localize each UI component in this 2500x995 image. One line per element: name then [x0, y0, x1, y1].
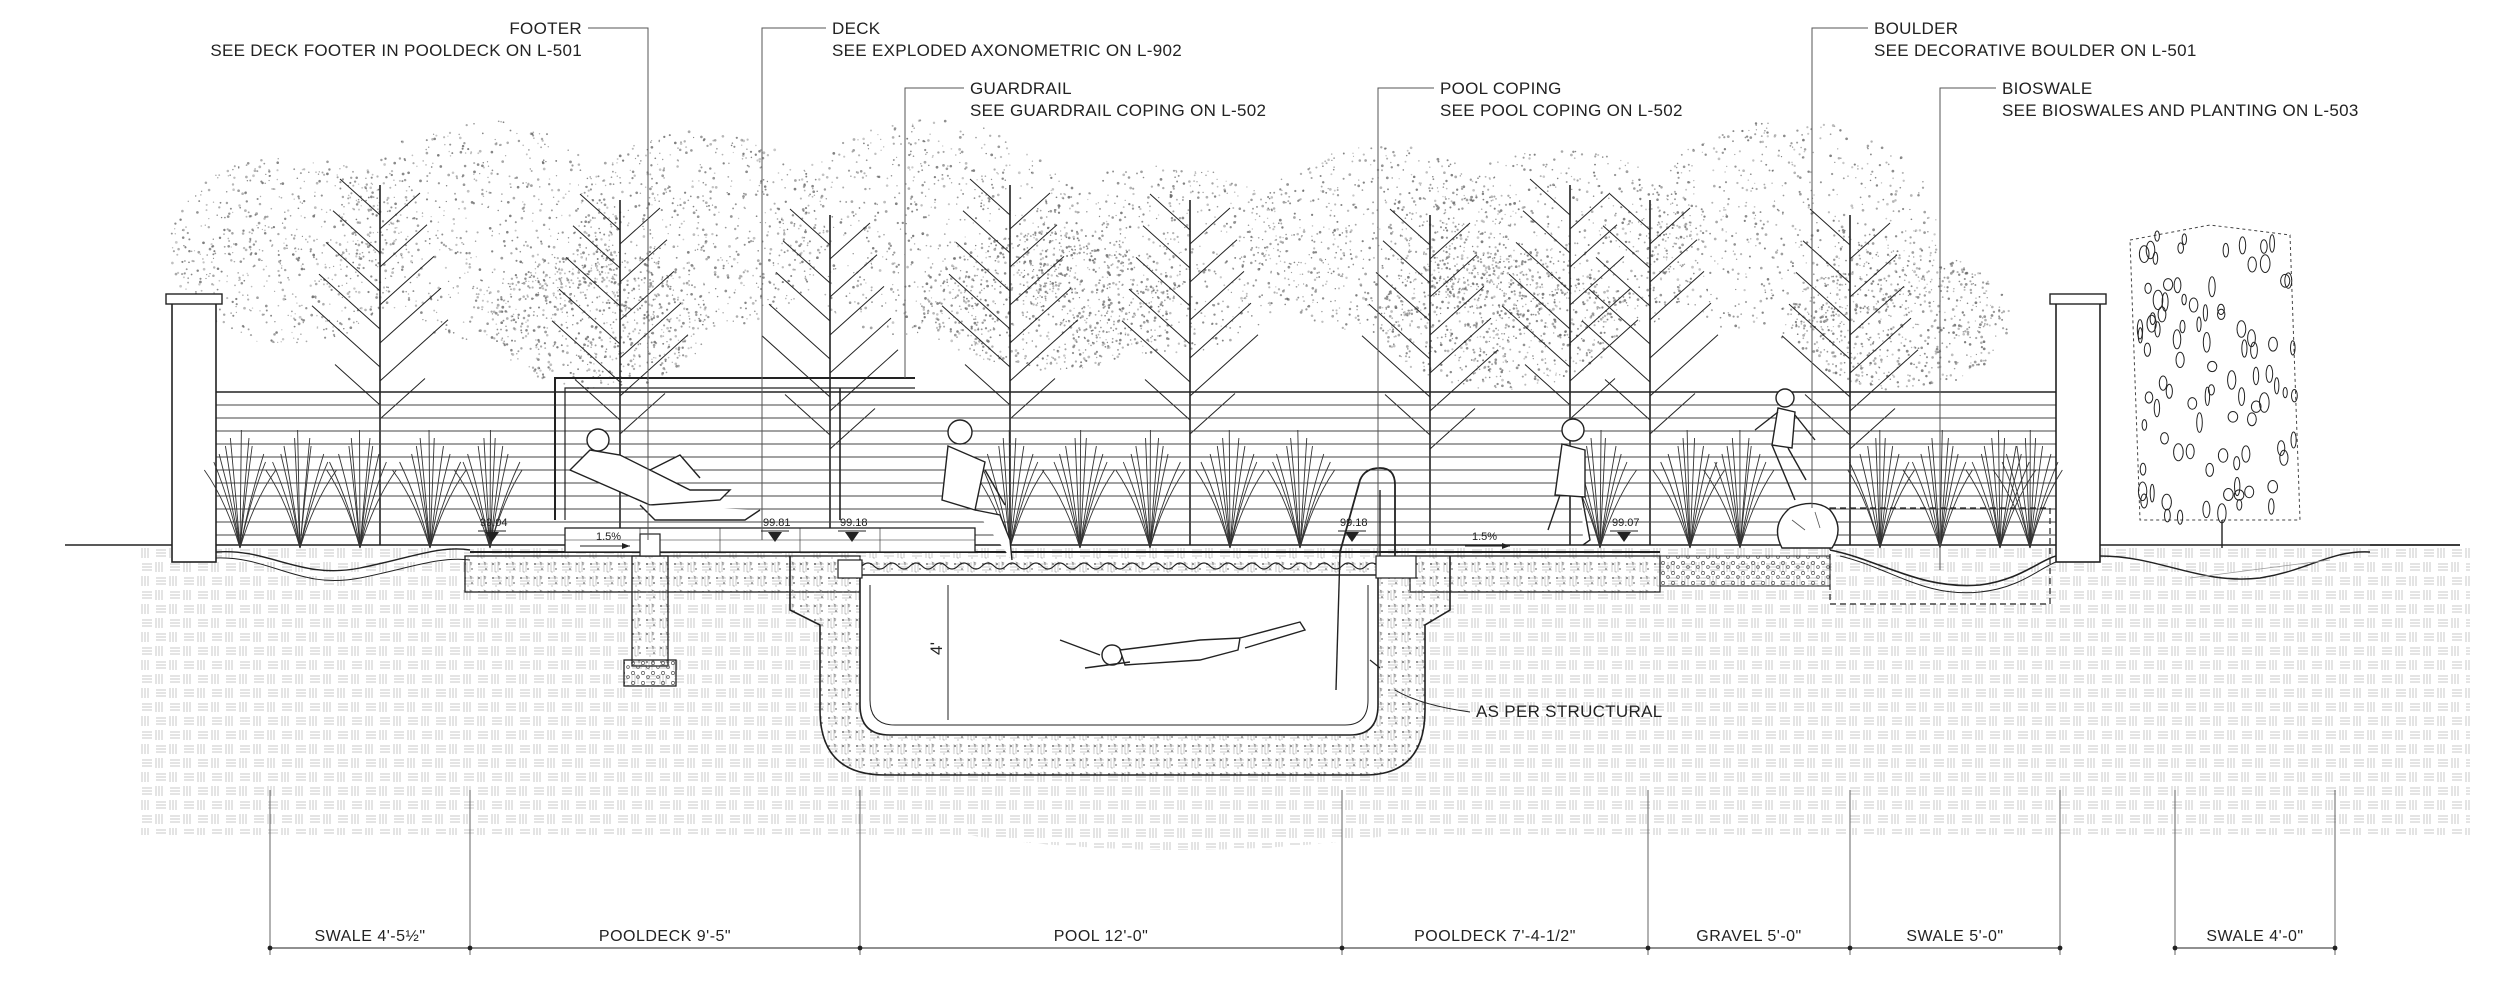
elevation-marker: 99.04 [478, 517, 508, 542]
person-sitting [941, 419, 1013, 561]
columnar-shrub [2129, 224, 2301, 548]
tree [1121, 193, 1259, 545]
callout-note: SEE POOL COPING ON L-502 [1440, 101, 1683, 120]
structural-note: AS PER STRUCTURAL [1476, 702, 1662, 721]
pool-coping-block [1375, 555, 1417, 579]
tree [1581, 193, 1719, 545]
elevation-value: 99.18 [1340, 517, 1368, 529]
deck-footer [623, 533, 677, 687]
grass-clump [1703, 429, 1775, 549]
child-on-boulder [1754, 388, 1816, 501]
dimension-swale-2: SWALE 5'-0" [1906, 928, 2003, 945]
tree [761, 208, 899, 545]
slope-marker-1: 1.5% [580, 531, 630, 549]
dimension-pool: POOL 12'-0" [1054, 928, 1149, 945]
callout-boulder: BOULDER SEE DECORATIVE BOULDER ON L-501 [1811, 19, 2197, 508]
tree-canopy-group [170, 119, 2010, 391]
grass-clump [1267, 429, 1336, 549]
grass-clump [1965, 429, 2037, 549]
callout-note: SEE GUARDRAIL COPING ON L-502 [970, 101, 1266, 120]
dimension-swale-3: SWALE 4'-0" [2206, 928, 2303, 945]
person-reclining [568, 428, 761, 521]
fence-pier-right [2055, 299, 2101, 563]
elevation-value: 99.07 [1612, 517, 1640, 529]
grass-clump [971, 429, 1045, 549]
tree-group [311, 178, 1919, 545]
tree [311, 178, 449, 545]
pool-depth-dimension: 4' [927, 585, 949, 720]
callout-title: BIOSWALE [2002, 79, 2093, 98]
wood-deck [564, 527, 976, 553]
swale-left [215, 548, 471, 582]
dimension-gravel: GRAVEL 5'-0" [1696, 928, 1801, 945]
elevation-marker: 99.18 [1338, 517, 1368, 542]
dimension-string: SWALE 4'-5½" POOLDECK 9'-5" POOL 12'-0" POO… [267, 790, 2338, 955]
grass-clump [1195, 429, 1265, 549]
elevation-value: 99.81 [763, 517, 791, 529]
dimension-swale-1: SWALE 4'-5½" [314, 928, 425, 945]
elevation-markers: 99.04 99.81 99.18 99.18 99.07 [478, 517, 1640, 542]
elevation-marker: 99.07 [1610, 517, 1640, 542]
callout-group: FOOTER SEE DECK FOOTER IN POOLDECK ON L-5… [210, 19, 2358, 570]
ornamental-grass-group [203, 429, 2063, 549]
grass-clump [203, 429, 277, 549]
dimension-pooldeck-2: POOLDECK 7'-4-1/2" [1414, 928, 1576, 945]
decorative-boulder [1776, 502, 1839, 549]
pool-basin [789, 555, 1451, 776]
callout-pool-coping: POOL COPING SEE POOL COPING ON L-502 [1377, 79, 1683, 556]
person-swimming [1059, 621, 1307, 669]
callout-title: DECK [832, 19, 881, 38]
grass-clump [453, 429, 523, 549]
callout-title: FOOTER [509, 19, 582, 38]
tree [1361, 208, 1499, 545]
callout-guardrail: GUARDRAIL SEE GUARDRAIL COPING ON L-502 [904, 79, 1266, 378]
callout-note: SEE DECORATIVE BOULDER ON L-501 [1874, 41, 2197, 60]
grass-clump [1992, 429, 2063, 549]
swale-right [2099, 544, 2460, 580]
slope-label-2: 1.5% [1472, 531, 1497, 543]
callout-note: SEE EXPLODED AXONOMETRIC ON L-902 [832, 41, 1182, 60]
grass-clump [1847, 429, 1915, 549]
dimension-pooldeck-1: POOLDECK 9'-5" [599, 928, 731, 945]
callout-title: GUARDRAIL [970, 79, 1072, 98]
grass-clump [265, 429, 337, 549]
elevation-marker: 99.81 [761, 517, 791, 542]
elevation-marker: 99.18 [838, 517, 868, 542]
callout-note: SEE BIOSWALES AND PLANTING ON L-503 [2002, 101, 2359, 120]
grass-clump [1041, 429, 1115, 549]
grass-clump [1652, 429, 1726, 549]
guardrail [554, 377, 915, 520]
grass-clump [1115, 429, 1186, 549]
grass-clump [392, 429, 467, 549]
tree [1781, 208, 1919, 545]
elevation-value: 99.04 [480, 517, 508, 529]
callout-deck: DECK SEE EXPLODED AXONOMETRIC ON L-902 [761, 19, 1182, 540]
elevation-value: 99.18 [840, 517, 868, 529]
grass-clump [1902, 429, 1973, 549]
person-walking [1547, 418, 1591, 546]
callout-title: BOULDER [1874, 19, 1958, 38]
callout-bioswale: BIOSWALE SEE BIOSWALES AND PLANTING ON L-… [1939, 79, 2359, 570]
callout-note: SEE DECK FOOTER IN POOLDECK ON L-501 [210, 41, 582, 60]
pool-depth-label: 4' [927, 642, 946, 655]
grass-clump [326, 429, 397, 549]
callout-title: POOL COPING [1440, 79, 1562, 98]
callout-footer: FOOTER SEE DECK FOOTER IN POOLDECK ON L-5… [210, 19, 649, 540]
structural-callout: AS PER STRUCTURAL [1394, 689, 1662, 721]
slope-label-1: 1.5% [596, 531, 621, 543]
slope-marker-2: 1.5% [1465, 531, 1510, 549]
fence-pier-left [171, 299, 217, 563]
pool-ladder [1335, 467, 1396, 691]
